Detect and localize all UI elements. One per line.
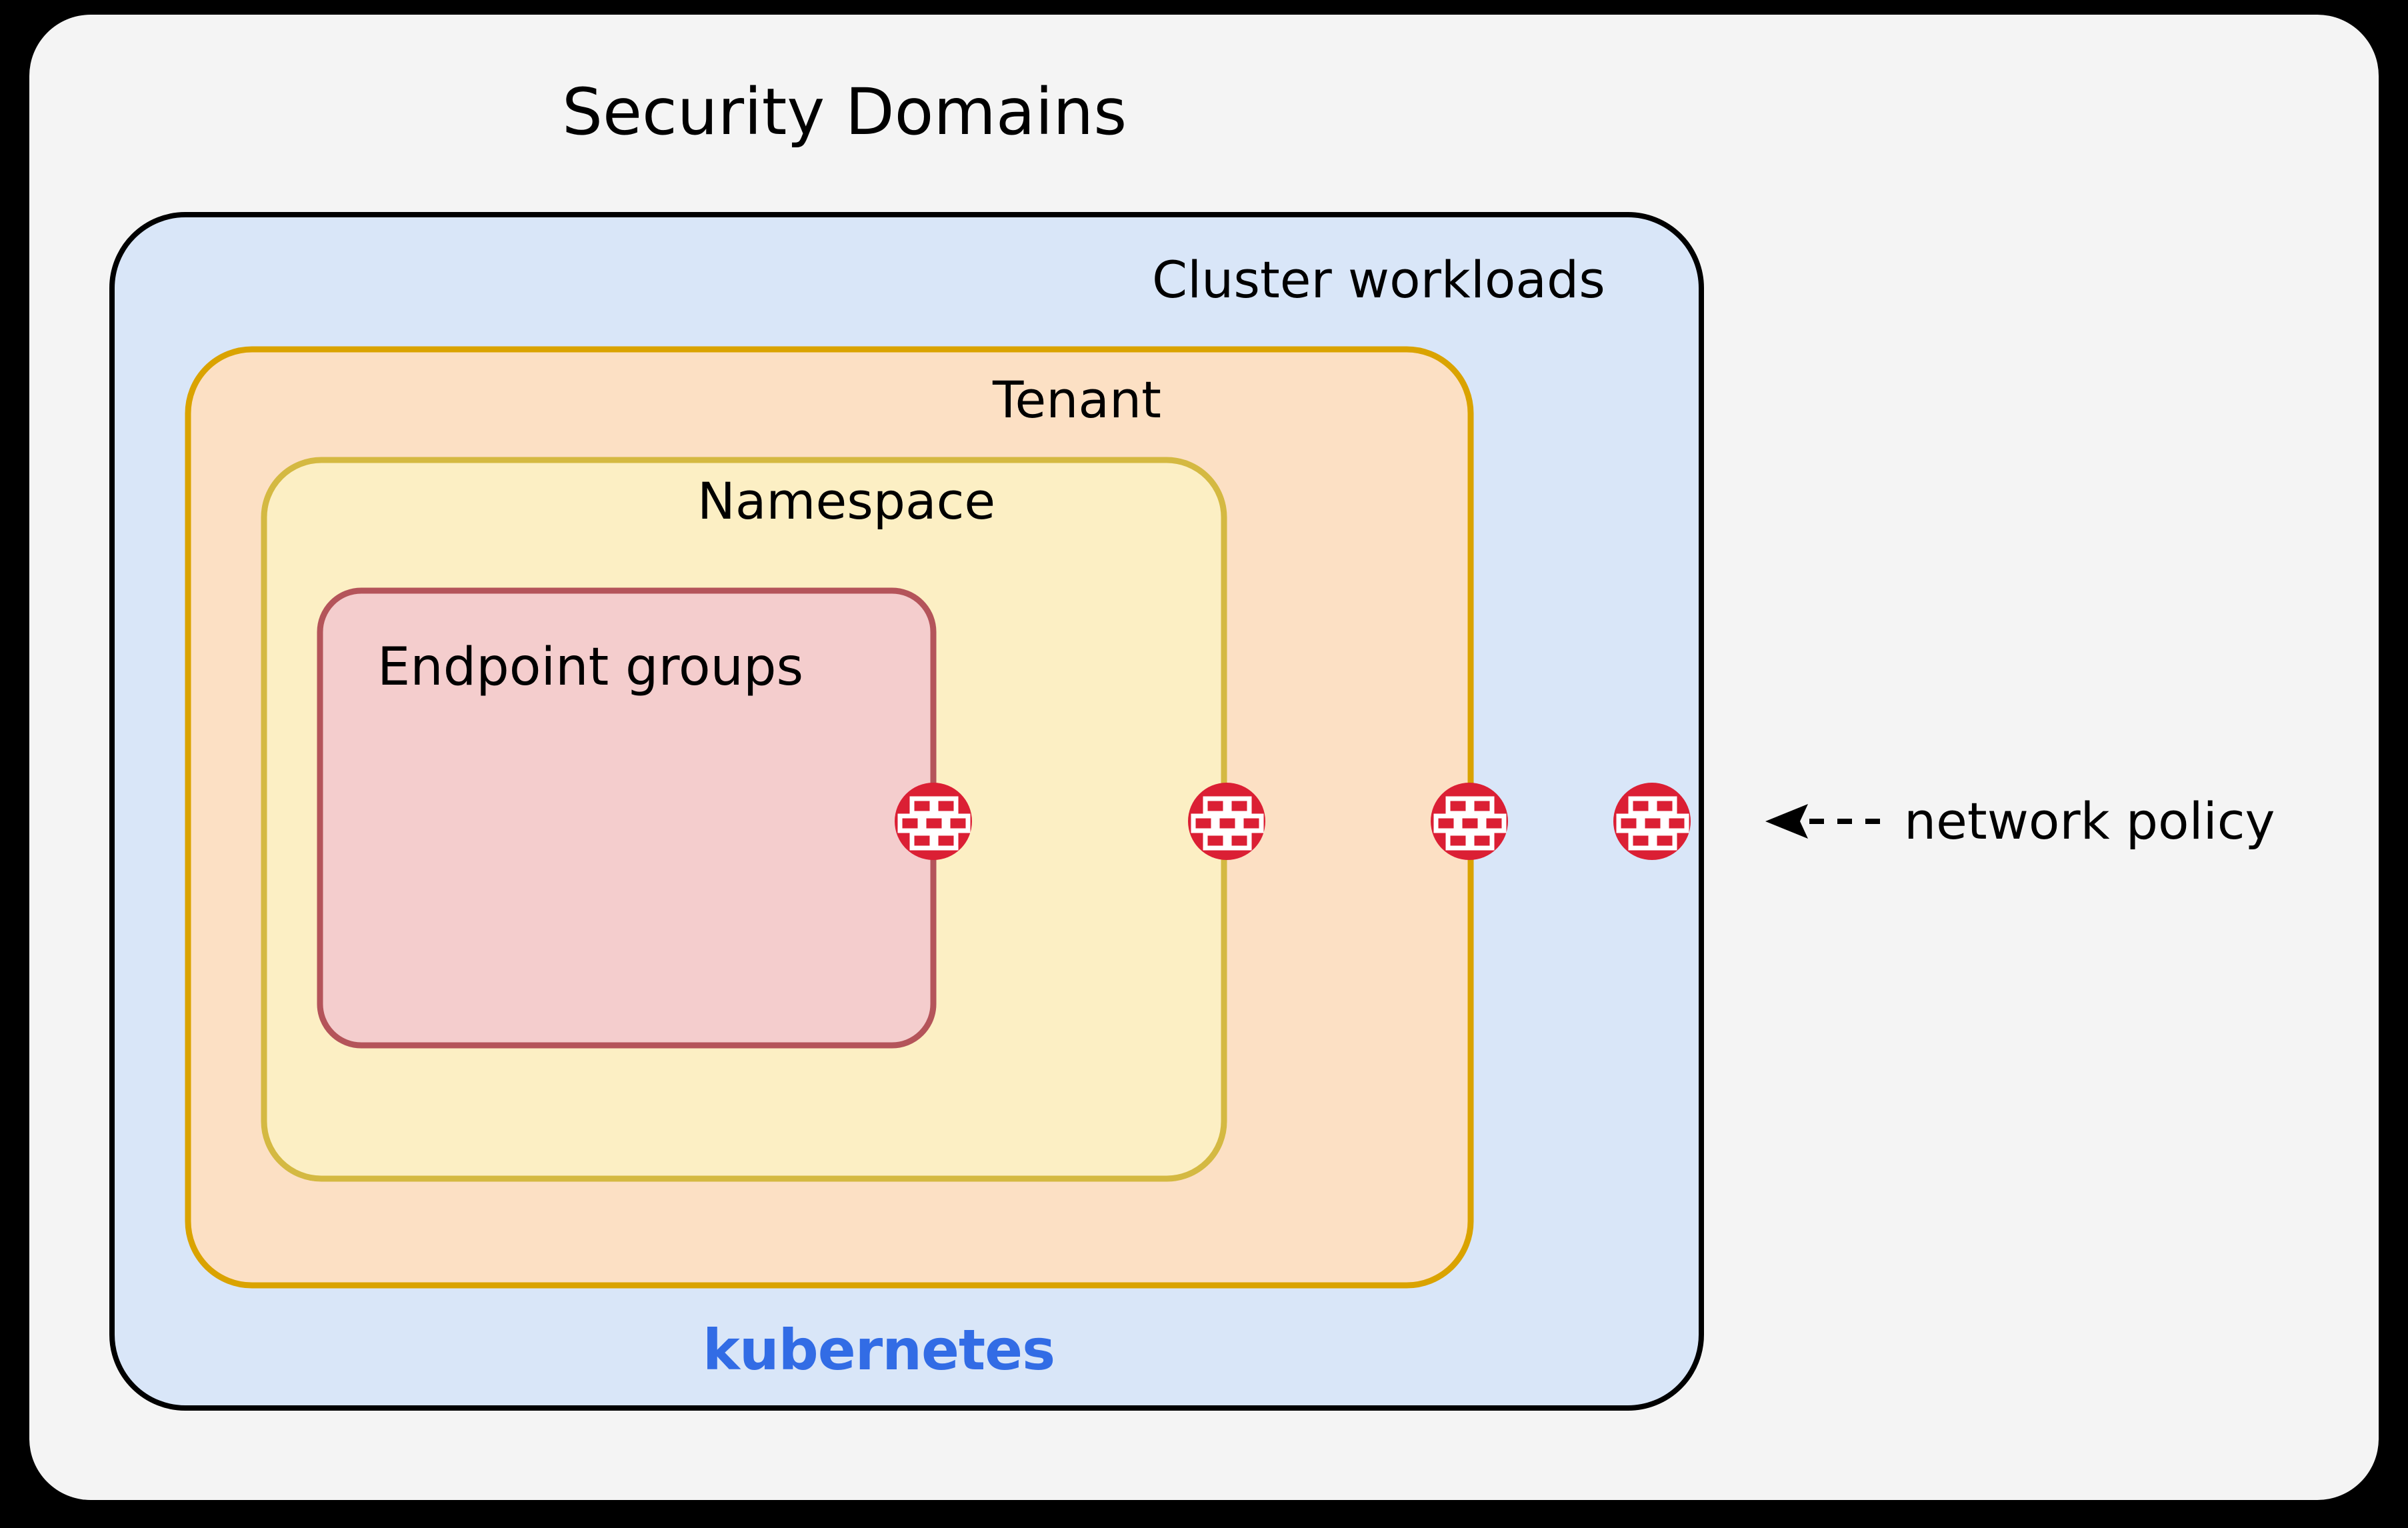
namespace-label: Namespace [697, 471, 996, 531]
tenant-label: Tenant [993, 370, 1161, 429]
page-title: Security Domains [562, 75, 1127, 149]
network-policy-arrow [1765, 804, 1880, 839]
firewall-tenant-icon[interactable] [1431, 783, 1508, 860]
firewall-cluster-icon[interactable] [1613, 783, 1691, 860]
firewall-endpoint-groups-icon[interactable] [895, 783, 972, 860]
network-policy-annotation-label: network policy [1904, 791, 2275, 851]
cluster-workloads-label: Cluster workloads [1152, 250, 1605, 309]
firewall-namespace-icon[interactable] [1188, 783, 1265, 860]
kubernetes-wordmark: kubernetes [703, 1317, 1055, 1383]
endpoint-groups-label: Endpoint groups [377, 637, 804, 697]
